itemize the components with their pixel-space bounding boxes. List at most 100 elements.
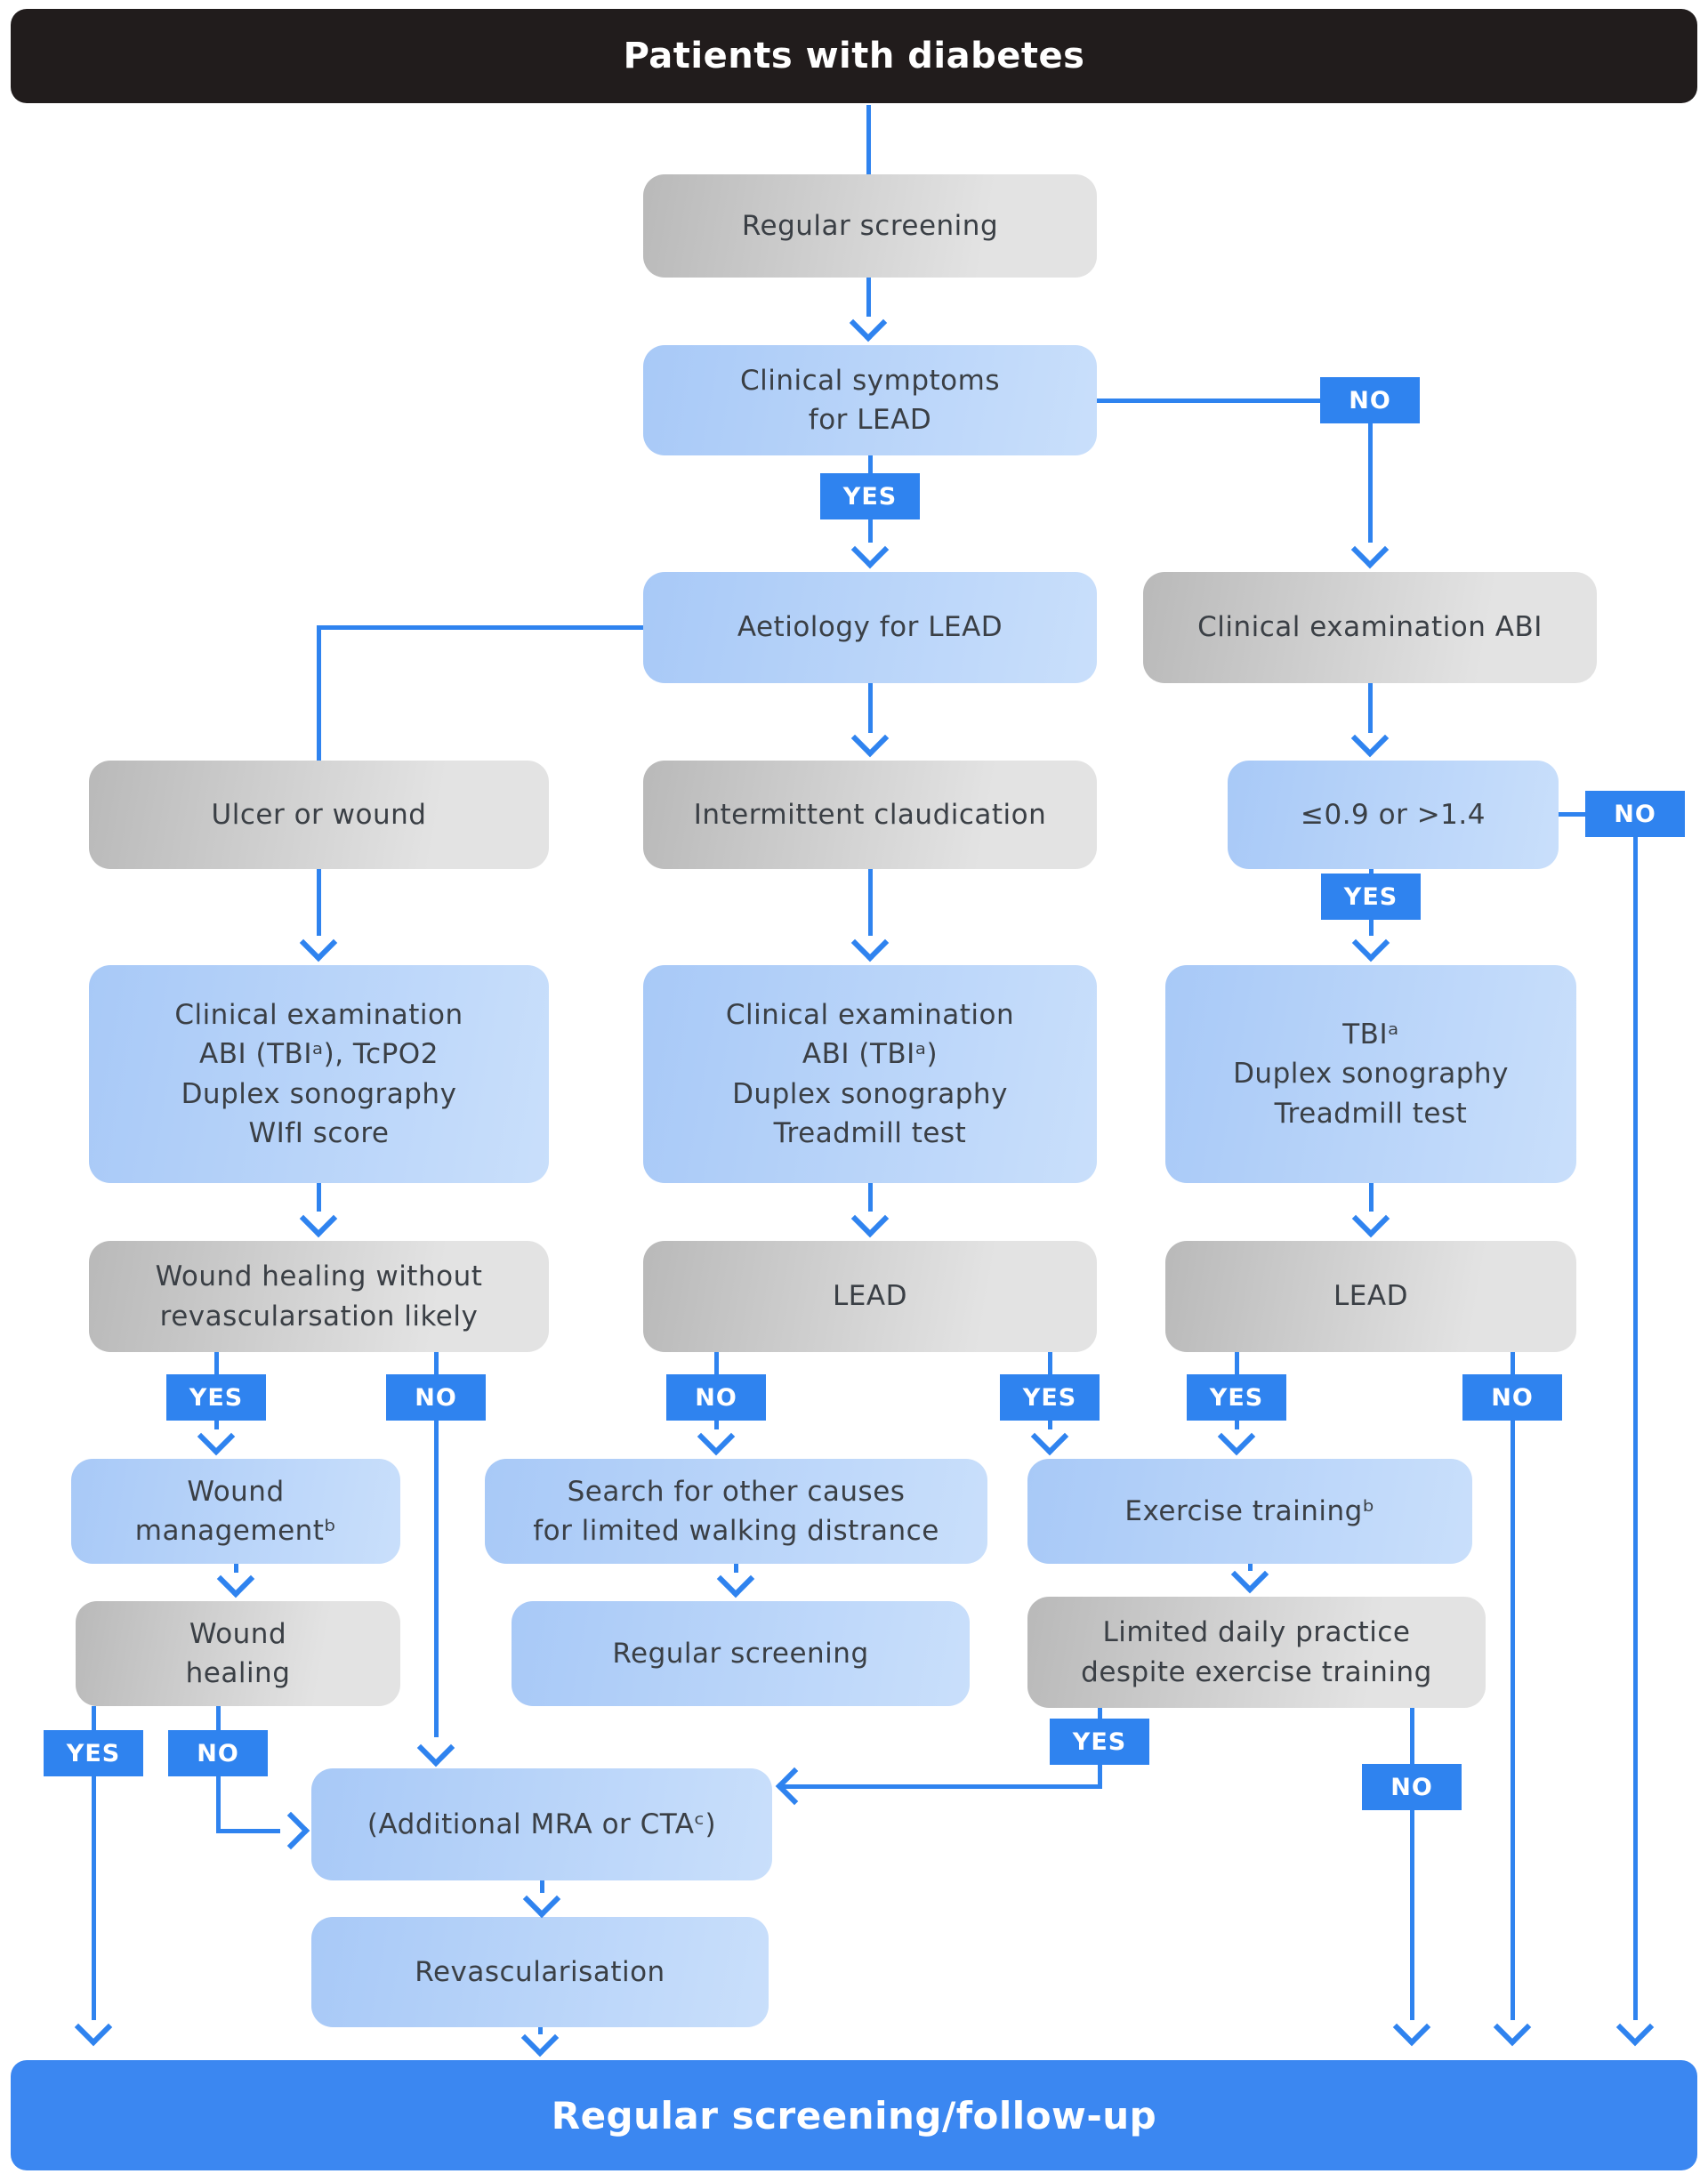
connector-search-to-screening: [734, 1564, 738, 1573]
badge-yes-wound-healing-likely: YES: [166, 1374, 266, 1421]
arrowhead-to-woundmgmt: [197, 1417, 236, 1456]
connector-aetiology-left-horizontal: [318, 625, 643, 630]
arrowhead-to-exam-tbi: [1351, 923, 1390, 962]
connector-screening-to-symptoms: [866, 278, 871, 317]
badge-no-wound-healing: NO: [168, 1730, 268, 1776]
connector-yes-to-exercise-a: [1048, 1421, 1052, 1429]
badge-no-limited-daily: NO: [1362, 1764, 1462, 1810]
connector-no-woundhealing-down: [216, 1776, 221, 1832]
node-search-other-causes: Search for other causes for limited walk…: [485, 1459, 987, 1564]
node-abi-range: ≤0.9 or >1.4: [1228, 761, 1559, 869]
connector-woundlikely-to-yes: [214, 1352, 219, 1374]
arrowhead-to-screening-mid: [716, 1559, 755, 1598]
connector-no-woundhealing-to-mra: [216, 1829, 280, 1833]
footer-banner: Regular screening/follow-up: [11, 2060, 1697, 2170]
arrowhead-to-symptoms: [849, 303, 888, 342]
node-limited-daily-practice: Limited daily practice despite exercise …: [1027, 1597, 1486, 1708]
connector-no-limited-to-footer: [1410, 1810, 1414, 2020]
connector-leadright-to-yes: [1235, 1352, 1239, 1374]
arrowhead-to-mra-right: [775, 1767, 814, 1806]
badge-no-abi-range: NO: [1585, 791, 1685, 837]
connector-examabi-to-range: [1368, 683, 1373, 733]
connector-woundlikely-to-no: [434, 1352, 439, 1374]
arrowhead-to-woundlikely: [299, 1199, 338, 1238]
connector-ulcer-to-exam: [317, 869, 321, 936]
connector-exam-to-woundlikely: [317, 1183, 321, 1212]
connector-revasc-to-footer: [538, 2027, 543, 2034]
connector-claudication-to-exam: [868, 869, 873, 936]
connector-yes-limited-down: [1098, 1765, 1102, 1788]
connector-exercise-to-limited: [1248, 1564, 1253, 1571]
badge-yes-lead-mid: YES: [1000, 1374, 1100, 1421]
connector-no-to-search: [714, 1421, 719, 1429]
badge-no-lead-mid: NO: [666, 1374, 766, 1421]
node-exercise-training: Exercise trainingᵇ: [1027, 1459, 1472, 1564]
connector-leadmid-to-no: [714, 1352, 719, 1374]
node-wound-management: Wound managementᵇ: [71, 1459, 400, 1564]
arrowhead-to-aetiology: [850, 530, 890, 569]
badge-no-wound-healing-likely: NO: [386, 1374, 486, 1421]
node-lead-mid: LEAD: [643, 1241, 1097, 1352]
badge-yes-clinical-symptoms: YES: [820, 473, 920, 519]
connector-aetiology-to-ulcer: [317, 625, 321, 761]
arrowhead-no-range-to-footer: [1615, 2008, 1655, 2047]
arrowhead-to-exam-ulcer: [299, 923, 338, 962]
connector-woundhealing-to-no: [216, 1706, 221, 1730]
connector-symptoms-to-no: [1097, 399, 1320, 403]
node-lead-right: LEAD: [1165, 1241, 1576, 1352]
connector-yes-to-aetiology: [868, 519, 873, 543]
node-aetiology: Aetiology for LEAD: [643, 572, 1097, 683]
node-revascularisation: Revascularisation: [311, 1917, 769, 2027]
node-intermittent-claudication: Intermittent claudication: [643, 761, 1097, 869]
arrowhead-to-search: [697, 1417, 736, 1456]
connector-exam-to-lead-mid: [868, 1183, 873, 1212]
node-clinical-symptoms: Clinical symptoms for LEAD: [643, 345, 1097, 455]
connector-yes-woundhealing-to-footer: [92, 1776, 96, 2020]
connector-aetiology-to-claudication: [868, 683, 873, 733]
arrowhead-no-limited-to-footer: [1392, 2008, 1431, 2047]
connector-no-to-mra: [434, 1421, 439, 1737]
connector-range-to-no: [1559, 812, 1585, 817]
arrowhead-to-exam-abi: [1350, 530, 1390, 569]
connector-yes-to-tbi: [1369, 920, 1374, 936]
arrowhead-to-lead-right: [1351, 1199, 1390, 1238]
connector-limited-to-no: [1410, 1708, 1414, 1764]
connector-no-range-to-footer: [1633, 837, 1638, 2020]
page-title: Patients with diabetes: [11, 9, 1697, 103]
node-exam-ulcer: Clinical examination ABI (TBIᵃ), TcPO2 D…: [89, 965, 549, 1183]
arrowhead-to-exercise-a: [1030, 1417, 1069, 1456]
badge-no-clinical-symptoms: NO: [1320, 377, 1420, 423]
node-wound-healing: Wound healing: [76, 1601, 400, 1706]
connector-woundhealing-to-yes: [92, 1706, 96, 1730]
connector-no-to-exam-abi: [1368, 423, 1373, 543]
badge-yes-wound-healing: YES: [44, 1730, 143, 1776]
badge-no-lead-right: NO: [1462, 1374, 1562, 1421]
arrowhead-to-claudication: [850, 719, 890, 758]
node-regular-screening-top: Regular screening: [643, 174, 1097, 278]
connector-tbi-to-lead-right: [1369, 1183, 1374, 1212]
node-exam-claudication: Clinical examination ABI (TBIᵃ) Duplex s…: [643, 965, 1097, 1183]
node-ulcer-or-wound: Ulcer or wound: [89, 761, 549, 869]
arrowhead-to-lead-mid: [850, 1199, 890, 1238]
arrowhead-to-mra-left: [271, 1811, 310, 1850]
arrowhead-to-woundhealing: [216, 1559, 255, 1598]
connector-leadmid-to-yes: [1048, 1352, 1052, 1374]
node-additional-mra-cta: (Additional MRA or CTAᶜ): [311, 1768, 772, 1880]
arrowhead-no-leadright-to-footer: [1493, 2008, 1532, 2047]
connector-yes-to-exercise-b: [1235, 1421, 1239, 1429]
arrowhead-to-exam-claud: [850, 923, 890, 962]
connector-leadright-to-no: [1511, 1352, 1515, 1374]
arrowhead-to-mra-top: [416, 1728, 455, 1767]
node-wound-healing-likely: Wound healing without revascularsation l…: [89, 1241, 549, 1352]
connector-no-leadright-to-footer: [1511, 1421, 1515, 2020]
connector-mgmt-to-woundhealing: [234, 1564, 238, 1573]
arrowhead-yes-wound-to-footer: [74, 2008, 113, 2047]
connector-limited-to-yes: [1098, 1708, 1102, 1719]
node-exam-abnormal-abi: TBIᵃ Duplex sonography Treadmill test: [1165, 965, 1576, 1183]
connector-header-to-screening: [866, 105, 871, 174]
connector-symptoms-to-yes: [868, 455, 873, 473]
badge-yes-abi-range: YES: [1321, 874, 1421, 920]
node-regular-screening-mid: Regular screening: [512, 1601, 970, 1706]
connector-yes-limited-to-mra: [783, 1784, 1102, 1789]
